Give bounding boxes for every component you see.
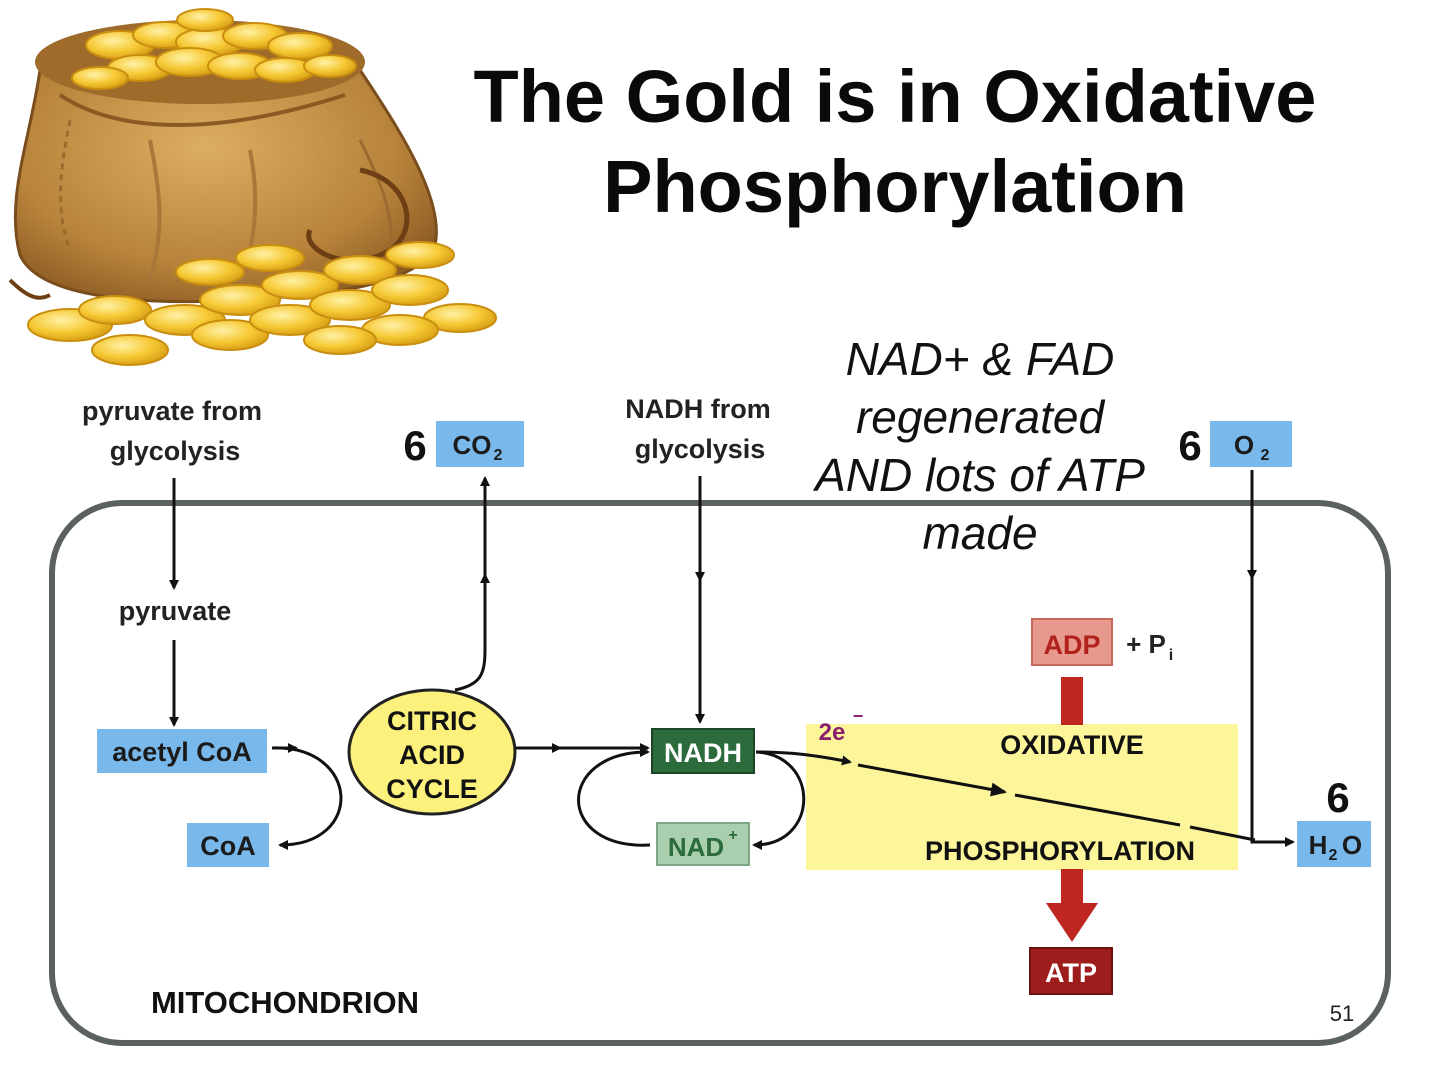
title-line-2: Phosphorylation xyxy=(603,145,1187,228)
annotation-note: NAD+ & FAD regenerated AND lots of ATP m… xyxy=(790,330,1170,562)
nad-plus-box xyxy=(656,822,750,866)
h2o-subscript: 2 xyxy=(1329,847,1338,864)
co2-label: CO xyxy=(453,430,492,460)
nad-plus-label: NAD xyxy=(668,832,724,862)
electrons-superscript: − xyxy=(853,706,864,726)
mitochondrion-membrane xyxy=(49,500,1391,1046)
co2-box xyxy=(436,421,524,467)
citric-label-3: CYCLE xyxy=(386,774,478,804)
arrow-acetyl-coa-cycle xyxy=(271,746,343,850)
nad-plus-superscript: + xyxy=(728,827,737,844)
nadh-box xyxy=(651,728,755,774)
citric-label-1: CITRIC xyxy=(387,706,477,736)
atp-box xyxy=(1029,947,1113,995)
annotation-line-4: made xyxy=(922,507,1038,559)
adp-atp-arrow-shaft xyxy=(1061,869,1083,903)
adp-atp-arrow-head xyxy=(1046,903,1098,942)
citric-label-2: ACID xyxy=(399,740,465,770)
mitochondrion-label: MITOCHONDRION xyxy=(151,985,419,1020)
slide-number: 51 xyxy=(1330,1001,1354,1026)
annotation-line-3: AND lots of ATP xyxy=(815,449,1145,501)
slide-title: The Gold is in Oxidative Phosphorylation xyxy=(400,52,1390,232)
adp-box xyxy=(1031,618,1113,666)
adp-atp-arrow-shaft-top xyxy=(1061,677,1083,725)
annotation-line-1: NAD+ & FAD xyxy=(845,333,1115,385)
h2o-coefficient: 6 xyxy=(1326,774,1349,821)
atp-label: ATP xyxy=(1045,958,1097,988)
oxphos-label-2: PHOSPHORYLATION xyxy=(925,836,1195,866)
electron-transport-path xyxy=(755,750,852,766)
oxphos-label-1: OXIDATIVE xyxy=(1000,730,1144,760)
o2-subscript: 2 xyxy=(1261,447,1270,464)
electron-arrow-3 xyxy=(1189,825,1256,842)
h2o-box xyxy=(1297,821,1371,867)
electron-arrow-1 xyxy=(857,763,1007,797)
arrow-nad-to-nadh xyxy=(577,747,651,847)
pyruvate-label: pyruvate xyxy=(119,596,232,626)
title-line-1: The Gold is in Oxidative xyxy=(473,55,1317,138)
acetyl-coa-box xyxy=(97,729,267,773)
nadh-label: NADH xyxy=(664,738,742,768)
acetyl-coa-label: acetyl CoA xyxy=(112,737,252,767)
electrons-label: 2e xyxy=(819,719,846,746)
pyruvate-from-label: pyruvate from xyxy=(82,396,262,426)
gold-coin-bag-icon xyxy=(8,8,497,366)
nadh-from-label: NADH from xyxy=(625,394,771,424)
citric-acid-cycle xyxy=(347,688,517,816)
o2-box xyxy=(1210,421,1292,467)
h2o-o-label: O xyxy=(1342,830,1362,860)
coa-label: CoA xyxy=(200,831,256,861)
o2-coefficient: 6 xyxy=(1178,422,1201,469)
electron-arrow-2 xyxy=(1014,793,1181,827)
co2-coefficient: 6 xyxy=(403,422,426,469)
adp-label: ADP xyxy=(1043,630,1100,660)
pi-subscript: i xyxy=(1169,647,1173,664)
arrow-co2-out xyxy=(454,476,490,692)
plus-pi-label: + P xyxy=(1126,629,1166,659)
arrow-nadh-to-nad xyxy=(752,750,806,850)
nadh-from-label-2: glycolysis xyxy=(635,434,766,464)
arrow-o2-to-water xyxy=(1250,578,1295,847)
pyruvate-from-label-2: glycolysis xyxy=(110,436,241,466)
coa-box xyxy=(187,823,269,867)
o2-label: O xyxy=(1234,430,1254,460)
h2o-h-label: H xyxy=(1309,830,1328,860)
co2-subscript: 2 xyxy=(494,447,503,464)
annotation-line-2: regenerated xyxy=(855,391,1105,443)
